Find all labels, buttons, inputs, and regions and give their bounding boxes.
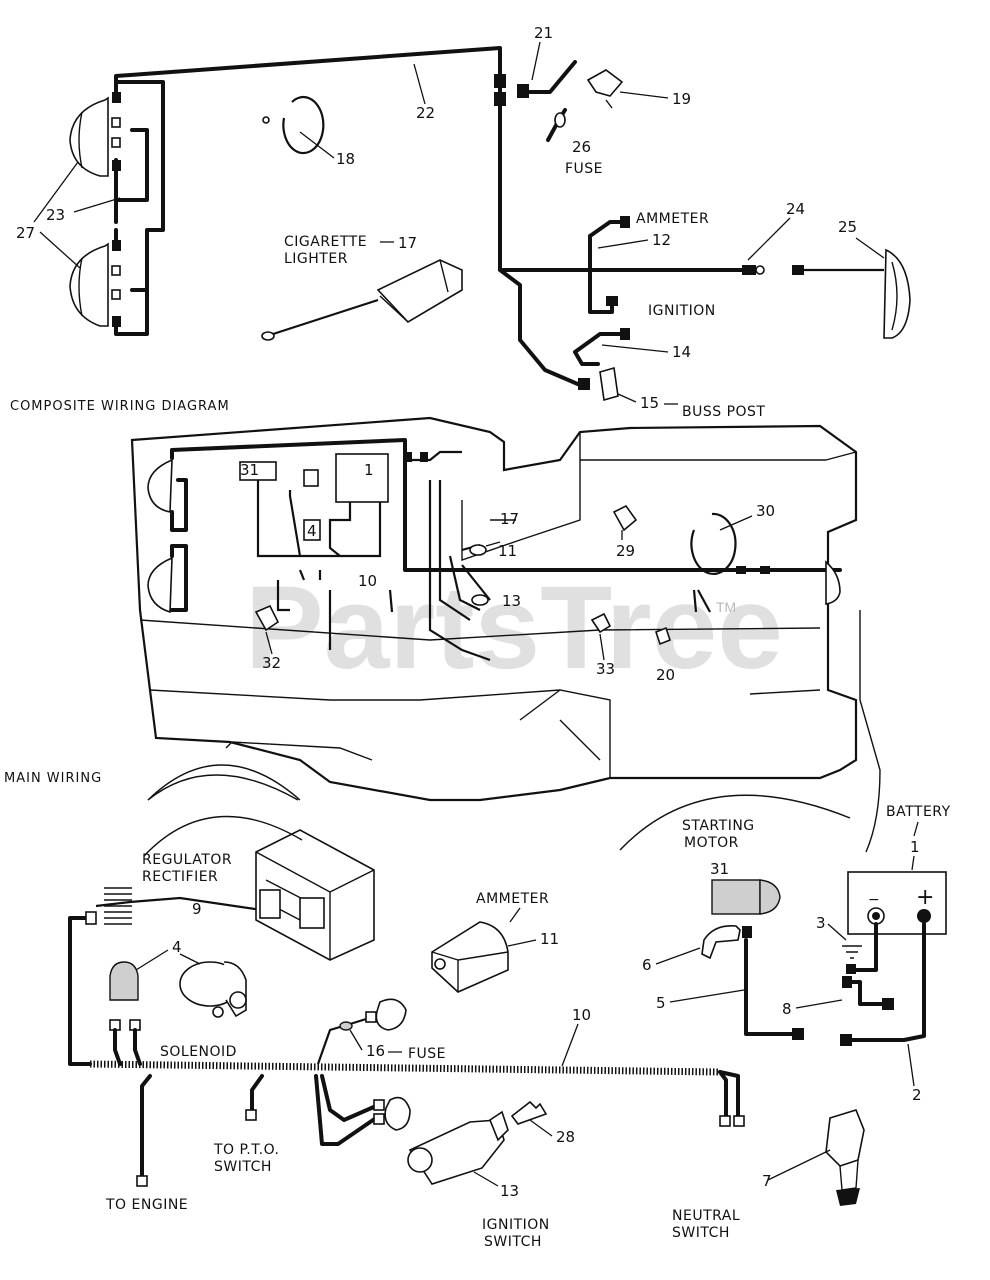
key-28: [510, 1100, 548, 1125]
callout-2: 2: [912, 1086, 922, 1104]
tractor-callout-17: 17: [500, 510, 519, 528]
callout-7: 7: [762, 1172, 772, 1190]
main-wiring: − +: [68, 764, 947, 1206]
fuse-top-label: FUSE: [565, 161, 603, 177]
tractor-callout-31: 31: [240, 461, 259, 479]
ammeter: [375, 921, 509, 1031]
tractor-wiring: [147, 438, 842, 662]
solenoid: [109, 961, 247, 1018]
callout-4: 4: [172, 938, 182, 956]
cigarette-lighter-17: [261, 259, 463, 341]
neutral-switch-label-2: SWITCH: [672, 1225, 730, 1241]
starting-motor: [701, 879, 781, 960]
callout-19: 19: [672, 90, 691, 108]
callout-10: 10: [572, 1006, 591, 1024]
callout-25: 25: [838, 218, 857, 236]
main-harness-22: [114, 46, 762, 387]
cigarette-label-1: CIGARETTE: [284, 234, 367, 250]
callout-3: 3: [816, 914, 826, 932]
battery: − +: [847, 871, 947, 935]
starting-motor-label-2: MOTOR: [684, 835, 739, 851]
callout-24: 24: [786, 200, 805, 218]
callout-14: 14: [672, 343, 691, 361]
battery-plus: +: [916, 885, 935, 910]
callout-8: 8: [782, 1000, 792, 1018]
tractor-callout-30: 30: [756, 502, 775, 520]
ammeter-top-label: AMMETER: [636, 211, 709, 227]
buss-post-label: BUSS POST: [682, 404, 765, 420]
callout-12: 12: [652, 231, 671, 249]
tractor-callout-13: 13: [502, 592, 521, 610]
callout-15: 15: [640, 394, 659, 412]
tractor-callout-10: 10: [358, 572, 377, 590]
motor-callout-31: 31: [710, 860, 729, 878]
switch-19: [586, 69, 624, 109]
tractor-callout-1: 1: [364, 461, 374, 479]
neutral-switch: [825, 1109, 865, 1206]
callout-18: 18: [336, 150, 355, 168]
callout-13: 13: [500, 1182, 519, 1200]
cigarette-label-2: LIGHTER: [284, 251, 348, 267]
composite-title: COMPOSITE WIRING DIAGRAM: [10, 399, 230, 414]
callout-27: 27: [16, 224, 35, 242]
tractor-callout-32: 32: [262, 654, 281, 672]
callout-9: 9: [192, 900, 202, 918]
starting-motor-label-1: STARTING: [682, 818, 755, 834]
to-pto-label-1: TO P.T.O.: [213, 1142, 279, 1158]
composite-wiring-diagram: [69, 46, 911, 402]
regulator-rectifier: [104, 829, 375, 961]
ignition-top-label: IGNITION: [648, 303, 716, 319]
callout-28: 28: [556, 1128, 575, 1146]
fuse-26: [546, 108, 567, 142]
regulator-label-1: REGULATOR: [142, 852, 232, 868]
ignition-switch-label-1: IGNITION: [482, 1217, 550, 1233]
headlight-upper: [69, 96, 109, 177]
lamp-25: [883, 248, 911, 339]
ignition-switch-label-2: SWITCH: [484, 1234, 542, 1250]
callout-17: 17: [398, 234, 417, 252]
battery-label: BATTERY: [886, 804, 951, 820]
callout-1: 1: [910, 838, 920, 856]
battery-minus: −: [868, 892, 880, 908]
watermark: PartsTree TM: [245, 562, 783, 694]
callout-6: 6: [642, 956, 652, 974]
tractor-callout-29: 29: [616, 542, 635, 560]
solenoid-label: SOLENOID: [160, 1044, 237, 1060]
harness-10: [89, 1060, 721, 1076]
callout-22: 22: [416, 104, 435, 122]
watermark-tm: TM: [716, 599, 736, 615]
neutral-switch-label-1: NEUTRAL: [672, 1208, 740, 1224]
tractor-callout-11: 11: [498, 542, 517, 560]
tractor-callout-4: 4: [307, 522, 317, 540]
callout-26: 26: [572, 138, 591, 156]
fuse-bottom-label: FUSE: [408, 1046, 446, 1062]
ammeter-bottom-label: AMMETER: [476, 891, 549, 907]
headlight-lower: [69, 242, 109, 327]
headlight-harness: [114, 80, 165, 336]
callout-23: 23: [46, 206, 65, 224]
callout-21: 21: [534, 24, 553, 42]
ignition-switch: [384, 1096, 509, 1185]
to-pto-label-2: SWITCH: [214, 1159, 272, 1175]
regulator-label-2: RECTIFIER: [142, 869, 218, 885]
callout-16: 16: [366, 1042, 385, 1060]
tractor-callout-20: 20: [656, 666, 675, 684]
callout-11: 11: [540, 930, 559, 948]
main-wiring-title: MAIN WIRING: [4, 771, 102, 786]
watermark-text: PartsTree: [245, 562, 783, 694]
tractor-body: [130, 416, 881, 853]
ring-18: [262, 95, 325, 155]
tractor-callout-33: 33: [596, 660, 615, 678]
buss-post-15: [599, 366, 619, 402]
callout-5: 5: [656, 994, 666, 1012]
to-engine-label: TO ENGINE: [105, 1197, 188, 1213]
